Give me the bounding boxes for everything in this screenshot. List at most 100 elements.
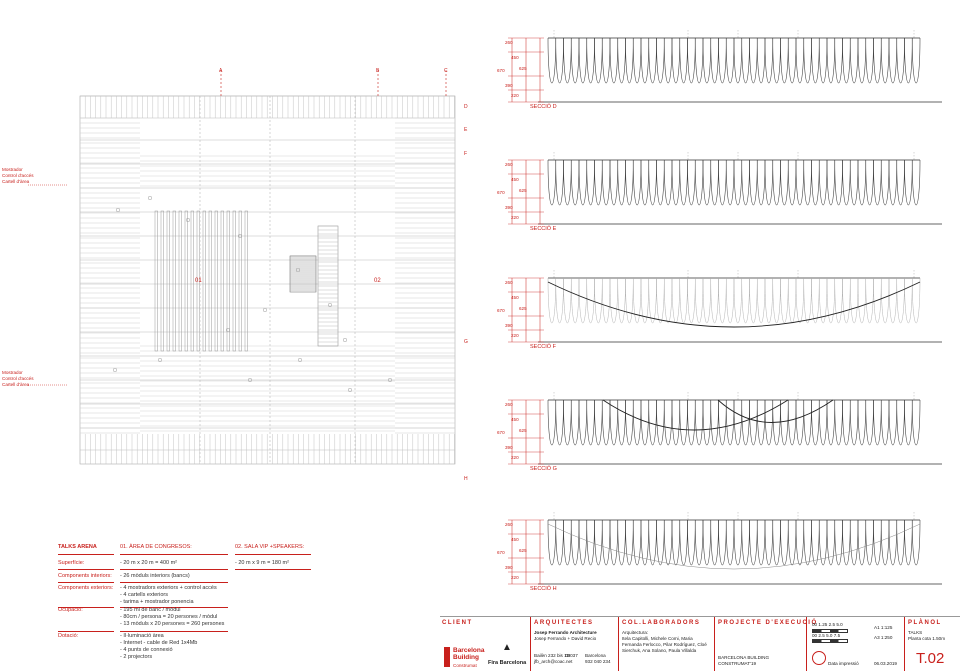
dim-450: 450	[511, 537, 519, 542]
scale-bar-2	[812, 639, 848, 643]
dim-220: 220	[511, 455, 519, 460]
dim-390: 390	[505, 565, 513, 570]
arq-addr1: Bailèn 232 bis 1D	[534, 653, 571, 658]
dim-390: 390	[505, 205, 513, 210]
dim-total: 670	[497, 550, 505, 555]
row-label-exterior: Components exteriors:	[58, 585, 114, 591]
north-arrow-icon	[812, 651, 826, 665]
fira-logo-icon: ▲	[502, 642, 512, 653]
dim-390: 390	[505, 323, 513, 328]
section-title: SECCIÓ D	[530, 104, 557, 110]
info-table: TALKS ARENA 01. ÀREA DE CONGRESOS: 02. S…	[58, 544, 438, 664]
dim-260: 260	[505, 280, 513, 285]
scale-bar-1	[812, 629, 848, 633]
arq-header: ARQUITECTES	[534, 620, 594, 626]
floor-plan	[28, 70, 456, 465]
callout-top: Mostrador Control d'accés Cartell d'àrea	[2, 167, 34, 184]
section-title: SECCIÓ E	[530, 226, 557, 232]
col-sub: Arquitectura:	[622, 630, 649, 635]
arq-tel: 932 040 234	[585, 659, 611, 664]
client-logo	[444, 647, 450, 667]
row-value-surface: - 20 m x 20 m = 400 m²	[120, 560, 178, 566]
plan-sub: Planta cota 1.50m	[908, 636, 946, 641]
axis-label-d: D	[464, 104, 468, 110]
dim-450: 450	[511, 177, 519, 182]
dim-625: 625	[519, 188, 527, 193]
section-drawing	[508, 240, 942, 343]
proj-name2: CONSTRUMAT'19	[718, 661, 757, 666]
section-title: SECCIÓ G	[530, 466, 557, 472]
section-drawing	[508, 362, 942, 465]
dim-625: 625	[519, 548, 527, 553]
row-label-interior: Components interiors:	[58, 573, 112, 579]
scale-1: A1 1:125	[874, 625, 893, 630]
dim-625: 625	[519, 428, 527, 433]
dim-220: 220	[511, 215, 519, 220]
scale-ticks-1: 00 1.25 2.5 5.0	[812, 622, 843, 627]
info-title: TALKS ARENA	[58, 544, 97, 550]
section-drawing	[508, 482, 942, 585]
section-drawing	[508, 0, 942, 103]
plan-number: T.02	[916, 650, 945, 667]
row-label-surface: Superfície:	[58, 560, 85, 566]
col2-header: 02. SALA VIP +SPEAKERS:	[235, 544, 305, 550]
row-value-exterior: - 4 mostradors exteriors + control accés…	[120, 585, 217, 605]
axis-label-c: C	[444, 68, 448, 74]
col-text: Itela Capitolli, Michele Comi, Maria Fer…	[622, 636, 707, 653]
plan-header: PLÀNOL	[908, 620, 942, 626]
area-label-01: 01	[195, 278, 202, 284]
row-value-equipment: - Il·luminació àrea - Internet - cable d…	[120, 633, 198, 660]
arq-people: Josep Ferrando + David Recio	[534, 636, 597, 641]
client-header: CLIENT	[442, 620, 473, 626]
area-label-02: 02	[374, 278, 381, 284]
dim-220: 220	[511, 333, 519, 338]
dim-220: 220	[511, 93, 519, 98]
axis-label-a: A	[219, 68, 223, 74]
col-header: COL.LABORADORS	[622, 620, 701, 626]
dim-450: 450	[511, 417, 519, 422]
client-sub: Construmat	[453, 663, 477, 668]
client-name: Barcelona Building	[453, 647, 485, 661]
section-2	[494, 122, 944, 237]
fira-name: Fira Barcelona	[488, 660, 527, 666]
dim-total: 670	[497, 308, 505, 313]
section-title: SECCIÓ F	[530, 344, 556, 350]
axis-label-h: H	[464, 476, 468, 482]
section-5	[494, 482, 944, 597]
row-value-occupation: - 195 ml de banc / mòdul - 80cm / person…	[120, 607, 225, 627]
dim-450: 450	[511, 55, 519, 60]
dim-450: 450	[511, 295, 519, 300]
proj-header: PROJECTE D'EXECUCIÓ	[718, 620, 818, 626]
proj-name: BARCELONA BUILDING	[718, 655, 770, 660]
section-drawing	[508, 122, 942, 225]
dim-625: 625	[519, 306, 527, 311]
arq-city: Barcelona	[585, 653, 606, 658]
dim-total: 670	[497, 430, 505, 435]
callout-bottom: Mostrador Control d'accés Cartell d'àrea	[2, 370, 34, 387]
scale-2: A3 1:250	[874, 635, 893, 640]
dim-260: 260	[505, 162, 513, 167]
section-title: SECCIÓ H	[530, 586, 557, 592]
dim-260: 260	[505, 402, 513, 407]
dim-220: 220	[511, 575, 519, 580]
axis-label-b: B	[376, 68, 380, 74]
print-date: 06.03.2019	[874, 661, 897, 666]
row-value-interior: - 26 mòduls interiors (bancs)	[120, 573, 190, 579]
dim-390: 390	[505, 445, 513, 450]
axis-label-g: G	[464, 339, 468, 345]
dim-390: 390	[505, 83, 513, 88]
row-label-equipment: Dotació:	[58, 633, 79, 639]
axis-label-f: F	[464, 151, 468, 157]
section-4	[494, 362, 944, 477]
plan-name: TALKS	[908, 630, 923, 635]
title-block: CLIENT Barcelona Building Construmat ▲ F…	[440, 616, 960, 671]
arq-addr2: 08037	[565, 653, 578, 658]
dim-260: 260	[505, 40, 513, 45]
arq-name: Josep Ferrando Architecture	[534, 630, 597, 635]
row-label-occupation: Ocupació:	[58, 607, 83, 613]
dim-total: 670	[497, 190, 505, 195]
arq-mail: jfb_arch@coac.net	[534, 659, 573, 664]
col1-header: 01. ÀREA DE CONGRESOS:	[120, 544, 192, 550]
section-1	[494, 0, 944, 115]
dim-total: 670	[497, 68, 505, 73]
